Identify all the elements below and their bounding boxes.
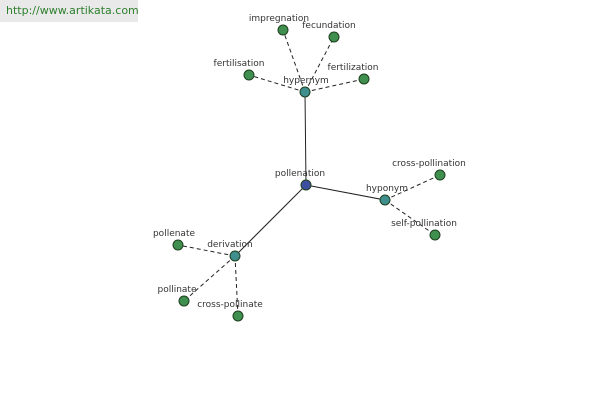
site-watermark[interactable]: http://www.artikata.com [0,0,139,22]
node-pollenation[interactable]: pollenation [275,169,325,191]
category-node-label[interactable]: derivation [207,240,253,250]
edge-hypernym-impregnation [282,29,306,93]
leaf-node-dot[interactable] [277,24,289,36]
leaf-node-label[interactable]: self-pollination [391,219,457,229]
node-fertilisation[interactable]: fertilisation [214,59,265,81]
leaf-node-dot[interactable] [434,169,446,181]
node-cross-pollinate[interactable]: cross-pollinate [197,300,263,322]
category-node-dot[interactable] [299,86,311,98]
node-pollenate[interactable]: pollenate [153,229,196,251]
leaf-node-label[interactable]: fertilization [328,63,379,73]
leaf-node-label[interactable]: cross-pollinate [197,300,263,310]
leaf-node-label[interactable]: pollenate [153,229,196,239]
node-cross-pollination[interactable]: cross-pollination [392,159,466,181]
leaf-node-label[interactable]: pollinate [157,285,196,295]
node-impregnation[interactable]: impregnation [249,14,309,36]
node-derivation[interactable]: derivation [207,240,253,262]
category-node-dot[interactable] [379,194,391,206]
edge-hyponym-self-pollination [384,199,436,236]
edge-hypernym-fertilization [304,78,365,93]
leaf-node-label[interactable]: cross-pollination [392,159,466,169]
edge-derivation-cross-pollinate [234,255,239,317]
leaf-node-dot[interactable] [358,73,370,85]
edge-pollenation-derivation [234,184,307,257]
category-node-dot[interactable] [229,250,241,262]
node-hypernym[interactable]: hypernym [283,76,329,98]
category-node-label[interactable]: hyponym [366,184,408,194]
category-node-label[interactable]: hypernym [283,76,329,86]
leaf-node-dot[interactable] [243,69,255,81]
edge-derivation-pollinate [183,255,236,302]
node-hyponym[interactable]: hyponym [366,184,408,206]
node-fecundation[interactable]: fecundation [302,21,356,43]
graph-edges [177,29,441,317]
edge-pollenation-hypernym [304,91,307,186]
node-pollinate[interactable]: pollinate [157,285,197,307]
leaf-node-dot[interactable] [429,229,441,241]
leaf-node-label[interactable]: impregnation [249,14,309,24]
edge-hypernym-fertilisation [248,74,306,93]
leaf-node-dot[interactable] [328,31,340,43]
leaf-node-dot[interactable] [178,295,190,307]
leaf-node-label[interactable]: fecundation [302,21,356,31]
leaf-node-dot[interactable] [232,310,244,322]
center-node-dot[interactable] [300,179,312,191]
node-self-pollination[interactable]: self-pollination [391,219,457,241]
edge-hyponym-cross-pollination [384,174,441,201]
edge-hypernym-fecundation [304,36,335,93]
leaf-node-dot[interactable] [172,239,184,251]
node-fertilization[interactable]: fertilization [328,63,379,85]
edge-pollenation-hyponym [305,184,386,201]
center-node-label[interactable]: pollenation [275,169,325,179]
edge-derivation-pollenate [177,244,236,257]
leaf-node-label[interactable]: fertilisation [214,59,265,69]
